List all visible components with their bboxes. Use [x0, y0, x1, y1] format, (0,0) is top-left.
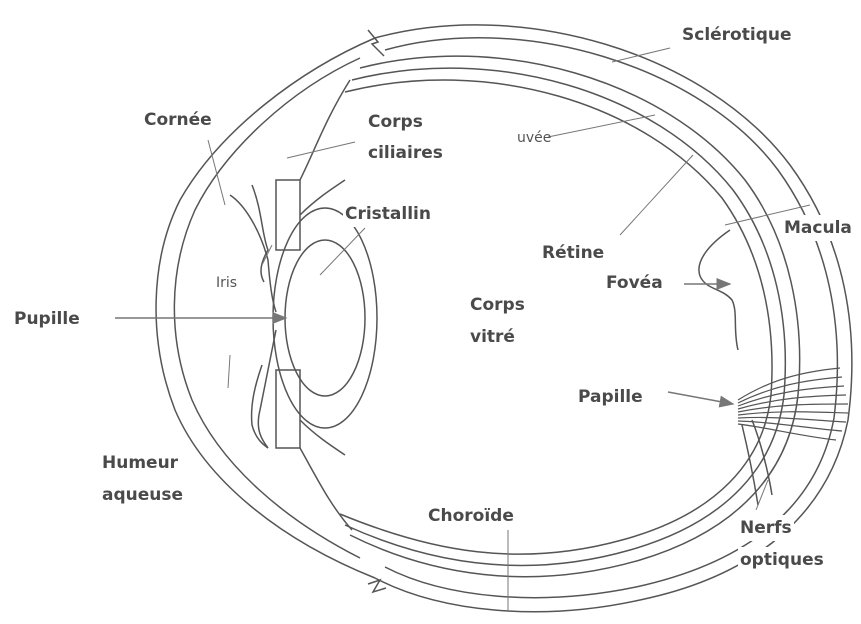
- label-papille: Papille: [576, 384, 645, 410]
- label-humeur-aqueuse-line1: Humeur: [100, 450, 180, 476]
- label-macula: Macula: [782, 215, 854, 241]
- cornea-inner: [174, 58, 360, 558]
- label-corps-vitre-line2: vitré: [468, 324, 517, 350]
- lens-outer: [273, 208, 377, 428]
- lens-inner: [285, 240, 365, 396]
- label-iris: Iris: [214, 270, 239, 296]
- lens-suspensory-top: [300, 180, 345, 215]
- label-choroide: Choroïde: [426, 503, 516, 529]
- label-nerfs-optiques-line2: optiques: [738, 547, 826, 573]
- label-retine: Rétine: [540, 240, 606, 266]
- iris-lower-front: [252, 365, 268, 448]
- ciliary-zonule-lower: [300, 448, 352, 530]
- label-fovea: Fovéa: [604, 270, 665, 296]
- label-nerfs-optiques-line1: Nerfs: [738, 515, 794, 541]
- label-pupille: Pupille: [12, 306, 82, 332]
- label-corps-ciliaires-line1: Corps: [366, 109, 425, 135]
- iris-upper-front: [252, 185, 268, 282]
- label-sclerotique: Sclérotique: [680, 22, 794, 48]
- label-humeur-aqueuse-line2: aqueuse: [100, 482, 185, 508]
- lens-suspensory-bottom: [300, 420, 345, 455]
- label-uvee: uvée: [515, 125, 553, 151]
- label-cornee: Cornée: [142, 107, 214, 133]
- sclera-cut-top: [368, 30, 384, 56]
- papille-arrow: [668, 392, 733, 404]
- macula-region: [699, 230, 738, 350]
- label-corps-vitre-line1: Corps: [468, 292, 527, 318]
- label-cristallin: Cristallin: [343, 201, 433, 227]
- iris-lower: [258, 330, 276, 448]
- ciliary-zonule-upper: [300, 80, 350, 180]
- label-corps-ciliaires-line2: ciliaires: [366, 140, 445, 166]
